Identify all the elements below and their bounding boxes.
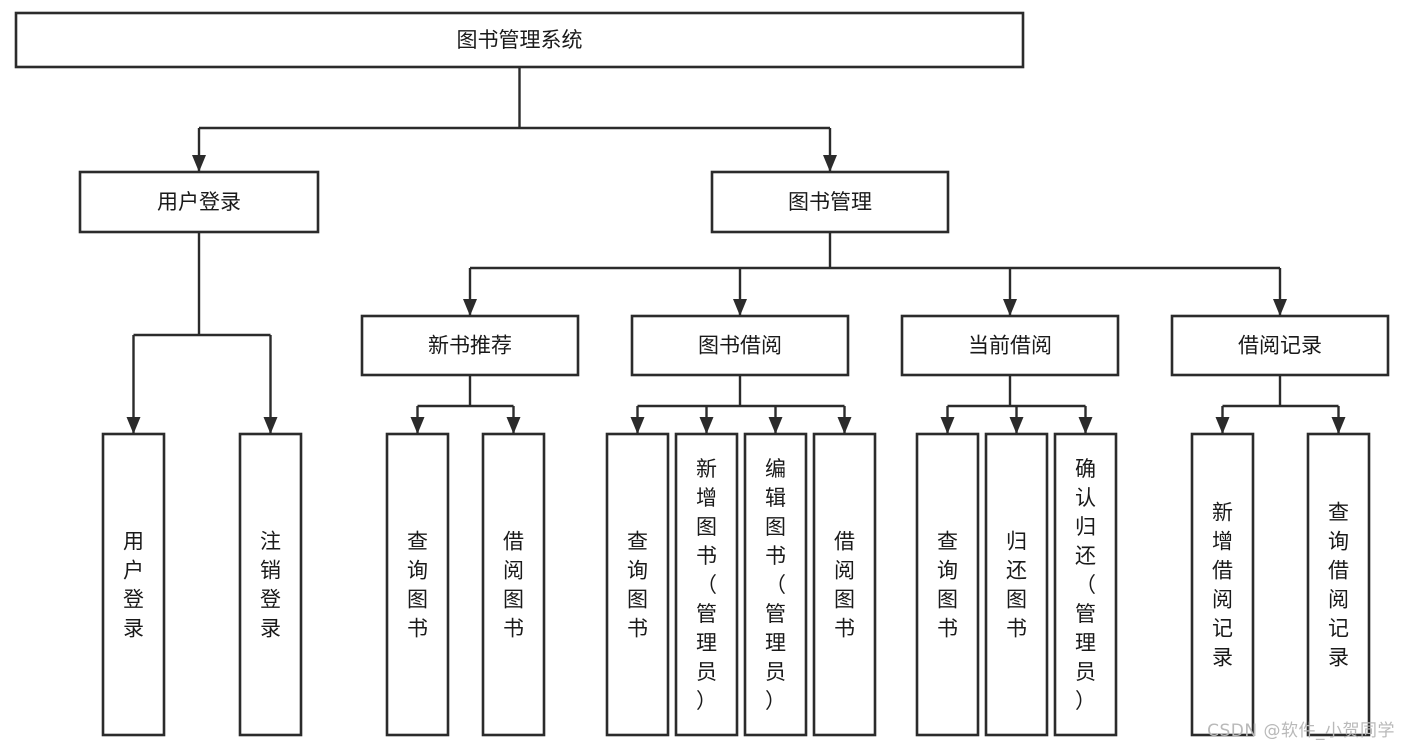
node-box-leaf-query-book-rec <box>385 432 450 737</box>
arrow-head <box>1003 299 1017 316</box>
arrow-head <box>699 417 714 434</box>
node-box-leaf-query-book-current <box>915 432 980 737</box>
node-box-new-book-recommend <box>360 314 580 377</box>
edge-group-user-login <box>126 232 278 434</box>
node-box-leaf-add-record <box>1190 432 1255 737</box>
node-label-leaf-query-book-rec: 查询图书 <box>407 530 428 641</box>
node-label-leaf-user-login: 用户登录 <box>123 530 144 641</box>
node-label-leaf-query-record: 查询借阅记录 <box>1328 501 1349 670</box>
node-current-borrow[interactable]: 当前借阅 <box>900 314 1120 377</box>
node-box-user-login <box>78 170 320 234</box>
connector-layer <box>126 67 1346 434</box>
node-label-borrow-record: 借阅记录 <box>1238 334 1322 358</box>
node-label-leaf-query-book-borrow: 查询图书 <box>627 530 648 641</box>
arrow-head <box>410 417 425 434</box>
arrow-head <box>940 417 955 434</box>
node-leaf-query-book-current[interactable]: 查询图书 <box>915 432 980 737</box>
node-label-new-book-recommend: 新书推荐 <box>428 334 512 358</box>
node-leaf-add-record[interactable]: 新增借阅记录 <box>1190 432 1255 737</box>
node-box-book-borrow <box>630 314 850 377</box>
node-leaf-user-login[interactable]: 用户登录 <box>101 432 166 737</box>
node-box-book-manage <box>710 170 950 234</box>
node-box-leaf-confirm-return <box>1053 432 1118 737</box>
node-label-root: 图书管理系统 <box>457 28 583 52</box>
node-label-leaf-borrow-book: 借阅图书 <box>834 530 855 641</box>
node-root[interactable]: 图书管理系统 <box>14 11 1025 69</box>
arrow-head <box>1078 417 1093 434</box>
node-label-book-borrow: 图书借阅 <box>698 334 782 358</box>
node-label-user-login: 用户登录 <box>157 190 241 214</box>
node-leaf-confirm-return[interactable]: 确认归还（管理员） <box>1053 432 1118 737</box>
node-new-book-recommend[interactable]: 新书推荐 <box>360 314 580 377</box>
node-user-login[interactable]: 用户登录 <box>78 170 320 234</box>
arrow-head <box>768 417 783 434</box>
arrow-head <box>126 417 141 434</box>
arrow-head <box>1009 417 1024 434</box>
arrow-head <box>823 155 837 172</box>
arrow-head <box>263 417 278 434</box>
arrow-head <box>1331 417 1346 434</box>
node-box-borrow-record <box>1170 314 1390 377</box>
edge-group-borrow-record <box>1215 375 1346 434</box>
node-leaf-add-book[interactable]: 新增图书（管理员） <box>674 432 739 737</box>
edge-group-new-book-recommend <box>410 375 521 434</box>
node-box-leaf-edit-book <box>743 432 808 737</box>
node-box-leaf-user-login <box>101 432 166 737</box>
node-book-borrow[interactable]: 图书借阅 <box>630 314 850 377</box>
node-box-leaf-add-book <box>674 432 739 737</box>
edge-group-book-manage <box>463 232 1287 316</box>
arrow-head <box>837 417 852 434</box>
node-box-leaf-logout <box>238 432 303 737</box>
node-layer: 图书管理系统用户登录图书管理新书推荐图书借阅当前借阅借阅记录用户登录注销登录查询… <box>14 11 1390 737</box>
arrow-head <box>192 155 206 172</box>
node-label-leaf-return-book: 归还图书 <box>1006 530 1027 641</box>
node-leaf-query-book-rec[interactable]: 查询图书 <box>385 432 450 737</box>
edge-group-root <box>192 67 837 172</box>
node-box-leaf-query-record <box>1306 432 1371 737</box>
node-leaf-logout[interactable]: 注销登录 <box>238 432 303 737</box>
node-label-leaf-borrow-book-rec: 借阅图书 <box>503 530 524 641</box>
node-leaf-borrow-book-rec[interactable]: 借阅图书 <box>481 432 546 737</box>
node-book-manage[interactable]: 图书管理 <box>710 170 950 234</box>
arrow-head <box>1273 299 1287 316</box>
node-label-leaf-logout: 注销登录 <box>260 530 281 641</box>
node-label-current-borrow: 当前借阅 <box>968 334 1052 358</box>
node-leaf-borrow-book[interactable]: 借阅图书 <box>812 432 877 737</box>
node-leaf-query-book-borrow[interactable]: 查询图书 <box>605 432 670 737</box>
node-box-leaf-borrow-book-rec <box>481 432 546 737</box>
watermark-text: CSDN @软件_小贺同学 <box>1207 721 1395 741</box>
node-leaf-edit-book[interactable]: 编辑图书（管理员） <box>743 432 808 737</box>
edge-group-current-borrow <box>940 375 1093 434</box>
arrow-head <box>630 417 645 434</box>
node-label-leaf-query-book-current: 查询图书 <box>937 530 958 641</box>
arrow-head <box>463 299 477 316</box>
node-label-leaf-edit-book: 编辑图书（管理员） <box>765 457 786 713</box>
node-leaf-query-record[interactable]: 查询借阅记录 <box>1306 432 1371 737</box>
arrow-head <box>506 417 521 434</box>
node-box-leaf-borrow-book <box>812 432 877 737</box>
node-borrow-record[interactable]: 借阅记录 <box>1170 314 1390 377</box>
node-box-leaf-query-book-borrow <box>605 432 670 737</box>
node-label-leaf-add-book: 新增图书（管理员） <box>696 457 717 713</box>
node-box-root <box>14 11 1025 69</box>
node-label-leaf-add-record: 新增借阅记录 <box>1212 501 1233 670</box>
node-label-book-manage: 图书管理 <box>788 190 872 214</box>
node-label-leaf-confirm-return: 确认归还（管理员） <box>1075 457 1096 713</box>
node-leaf-return-book[interactable]: 归还图书 <box>984 432 1049 737</box>
arrow-head <box>1215 417 1230 434</box>
node-box-leaf-return-book <box>984 432 1049 737</box>
arrow-head <box>733 299 747 316</box>
edge-group-book-borrow <box>630 375 852 434</box>
node-box-current-borrow <box>900 314 1120 377</box>
